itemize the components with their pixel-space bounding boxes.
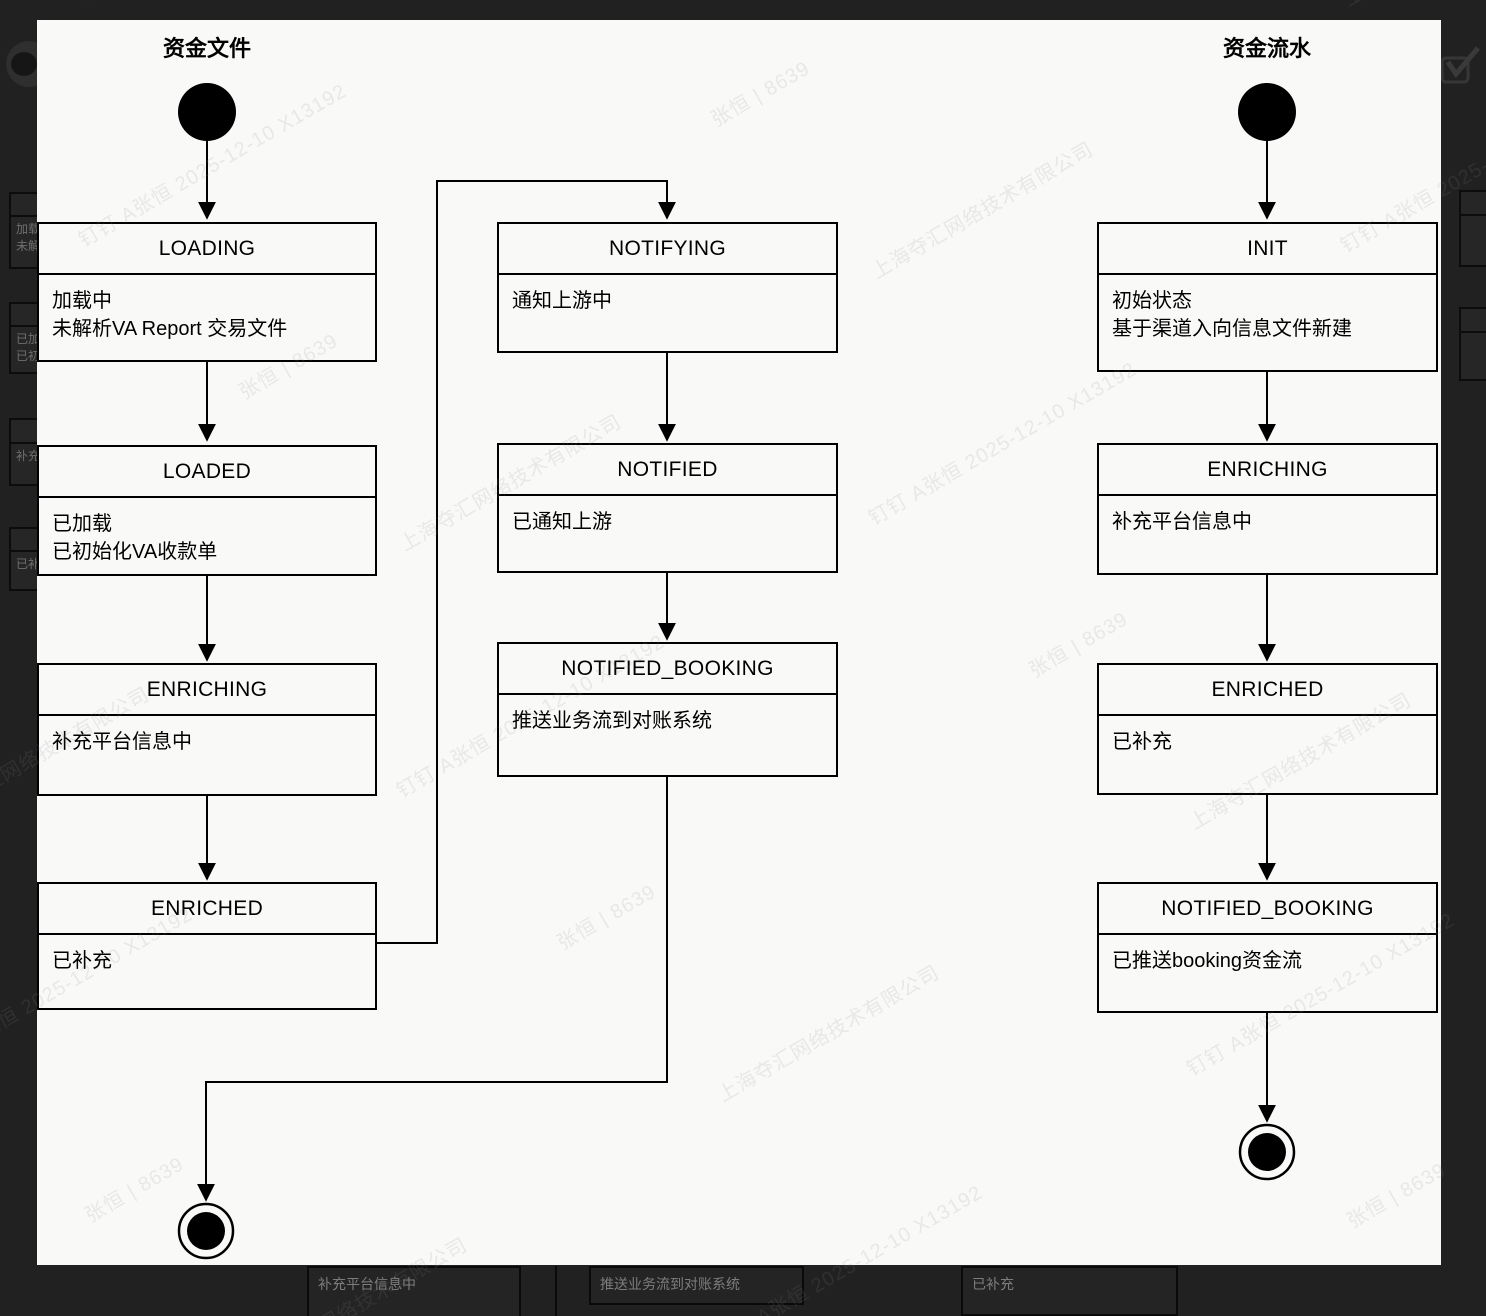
- state-name: NOTIFIED_BOOKING: [1099, 884, 1436, 935]
- background-state-booking-bottom: 推送业务流到对账系统: [589, 1266, 804, 1305]
- state-desc-line: 已加载: [52, 513, 112, 535]
- state-name: ENRICHED: [39, 884, 375, 935]
- state-enriched-left: ENRICHED 已补充: [37, 882, 377, 1010]
- state-desc-line: 初始状态: [1112, 290, 1192, 312]
- background-state-enriching-bottom: 补充平台信息中: [307, 1266, 521, 1316]
- state-loaded: LOADED 已加载 已初始化VA收款单: [37, 445, 377, 576]
- state-desc-line: 已补充: [1112, 731, 1172, 753]
- state-name: INIT: [1099, 224, 1436, 275]
- state-name: NOTIFIED: [499, 445, 836, 496]
- state-desc-line: 加载中: [52, 290, 112, 312]
- column-title-fund-flow: 资金流水: [1222, 36, 1311, 61]
- background-state-text: 推送业务流到对账系统: [600, 1276, 740, 1292]
- state-desc-line: 补充平台信息中: [52, 731, 192, 753]
- state-desc-line: 基于渠道入向信息文件新建: [1112, 318, 1352, 340]
- background-logo-swirl: [11, 52, 37, 76]
- state-desc-line: 已推送booking资金流: [1112, 950, 1303, 972]
- column-title-fund-file: 资金文件: [162, 36, 251, 61]
- state-desc-line: 通知上游中: [512, 290, 612, 312]
- state-enriched-right: ENRICHED 已补充: [1097, 663, 1438, 795]
- state-name: ENRICHING: [1099, 445, 1436, 496]
- state-name: LOADING: [39, 224, 375, 275]
- end-node-fund-flow: [1238, 1123, 1296, 1181]
- state-desc-line: 已补充: [52, 950, 112, 972]
- state-name: ENRICHED: [1099, 665, 1436, 716]
- state-init: INIT 初始状态 基于渠道入向信息文件新建: [1097, 222, 1438, 372]
- background-state-text: 补充平台信息中: [318, 1276, 416, 1292]
- state-desc-line: 推送业务流到对账系统: [512, 710, 712, 732]
- edge-enriched-to-notifying: [377, 180, 676, 944]
- state-enriching-left: ENRICHING 补充平台信息中: [37, 663, 377, 796]
- start-node-fund-flow: [1238, 83, 1296, 141]
- background-state-enriched-bottom: 已补充: [961, 1266, 1178, 1316]
- end-node-fund-file: [177, 1202, 235, 1260]
- check-icon: [1440, 46, 1480, 84]
- state-desc-line: 已初始化VA收款单: [52, 541, 218, 563]
- state-name: NOTIFYING: [499, 224, 836, 275]
- state-notified: NOTIFIED 已通知上游: [497, 443, 838, 573]
- state-loading: LOADING 加载中 未解析VA Report 交易文件: [37, 222, 377, 362]
- state-notified-booking-right: NOTIFIED_BOOKING 已推送booking资金流: [1097, 882, 1438, 1013]
- start-node-fund-file: [178, 83, 236, 141]
- state-notifying: NOTIFYING 通知上游中: [497, 222, 838, 353]
- background-state-text: 已补充: [972, 1276, 1014, 1292]
- state-desc-line: 未解析VA Report 交易文件: [52, 318, 288, 340]
- state-name: LOADED: [39, 447, 375, 498]
- state-notified-booking-middle: NOTIFIED_BOOKING 推送业务流到对账系统: [497, 642, 838, 777]
- state-desc-line: 已通知上游: [512, 511, 612, 533]
- state-name: NOTIFIED_BOOKING: [499, 644, 836, 695]
- background-state-fragment: [1459, 190, 1486, 267]
- state-enriching-right: ENRICHING 补充平台信息中: [1097, 443, 1438, 575]
- state-name: ENRICHING: [39, 665, 375, 716]
- state-desc-line: 补充平台信息中: [1112, 511, 1252, 533]
- background-state-fragment: [1459, 307, 1486, 381]
- background-line: [555, 1266, 557, 1316]
- edge-booking-to-end: [197, 777, 668, 1202]
